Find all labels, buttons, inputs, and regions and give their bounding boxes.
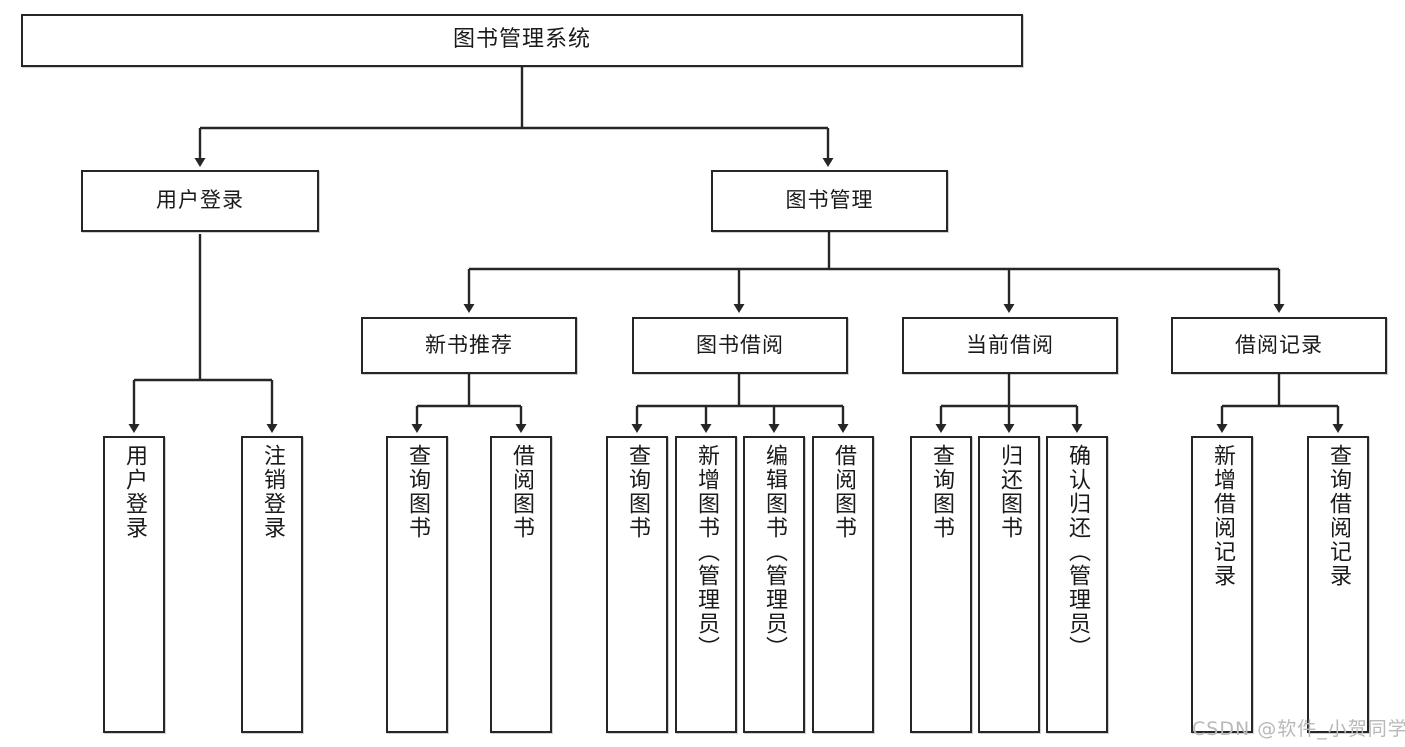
node-leaf-add-record-label: 新增借阅记录 [1209, 444, 1235, 588]
node-leaf-add-book[interactable]: 新增图书（管理员） [675, 436, 737, 733]
node-leaf-add-book-label: 新增图书（管理员） [693, 444, 719, 660]
node-root-label: 图书管理系统 [452, 27, 591, 53]
node-new-book-recommend[interactable]: 新书推荐 [361, 317, 577, 374]
node-leaf-return-book[interactable]: 归还图书 [978, 436, 1040, 733]
node-leaf-query-book-1[interactable]: 查询图书 [386, 436, 448, 733]
node-leaf-query-book-3-label: 查询图书 [928, 444, 954, 540]
node-leaf-borrow-book-1-label: 借阅图书 [508, 444, 534, 540]
node-root[interactable]: 图书管理系统 [21, 14, 1023, 67]
node-leaf-borrow-book-2-label: 借阅图书 [830, 444, 856, 540]
node-leaf-query-book-2-label: 查询图书 [624, 444, 650, 540]
node-book-borrow[interactable]: 图书借阅 [632, 317, 848, 374]
node-book-manage[interactable]: 图书管理 [711, 170, 948, 232]
node-leaf-edit-book-label: 编辑图书（管理员） [761, 444, 787, 660]
node-leaf-logout[interactable]: 注销登录 [241, 436, 303, 733]
node-leaf-edit-book[interactable]: 编辑图书（管理员） [743, 436, 805, 733]
node-leaf-query-book-1-label: 查询图书 [404, 444, 430, 540]
node-leaf-query-book-2[interactable]: 查询图书 [606, 436, 668, 733]
node-borrow-record[interactable]: 借阅记录 [1171, 317, 1387, 374]
node-current-borrow[interactable]: 当前借阅 [902, 317, 1118, 374]
node-leaf-confirm-return-label: 确认归还（管理员） [1064, 444, 1090, 660]
csdn-watermark: CSDN @软件_小贺同学 [1192, 718, 1405, 740]
node-leaf-user-login[interactable]: 用户登录 [103, 436, 165, 733]
node-book-manage-label: 图书管理 [785, 188, 874, 213]
node-leaf-query-book-3[interactable]: 查询图书 [910, 436, 972, 733]
node-leaf-query-record-label: 查询借阅记录 [1325, 444, 1351, 588]
node-borrow-record-label: 借阅记录 [1235, 332, 1323, 357]
node-leaf-confirm-return[interactable]: 确认归还（管理员） [1046, 436, 1108, 733]
node-leaf-user-login-label: 用户登录 [121, 444, 147, 540]
node-leaf-borrow-book-2[interactable]: 借阅图书 [812, 436, 874, 733]
node-user-login[interactable]: 用户登录 [81, 170, 319, 232]
node-current-borrow-label: 当前借阅 [966, 332, 1054, 357]
node-leaf-return-book-label: 归还图书 [996, 444, 1022, 540]
node-new-book-recommend-label: 新书推荐 [425, 332, 513, 357]
node-leaf-logout-label: 注销登录 [259, 444, 285, 540]
node-user-login-label: 用户登录 [156, 188, 244, 213]
node-leaf-query-record[interactable]: 查询借阅记录 [1307, 436, 1369, 733]
node-leaf-add-record[interactable]: 新增借阅记录 [1191, 436, 1253, 733]
node-book-borrow-label: 图书借阅 [696, 332, 784, 357]
node-leaf-borrow-book-1[interactable]: 借阅图书 [490, 436, 552, 733]
